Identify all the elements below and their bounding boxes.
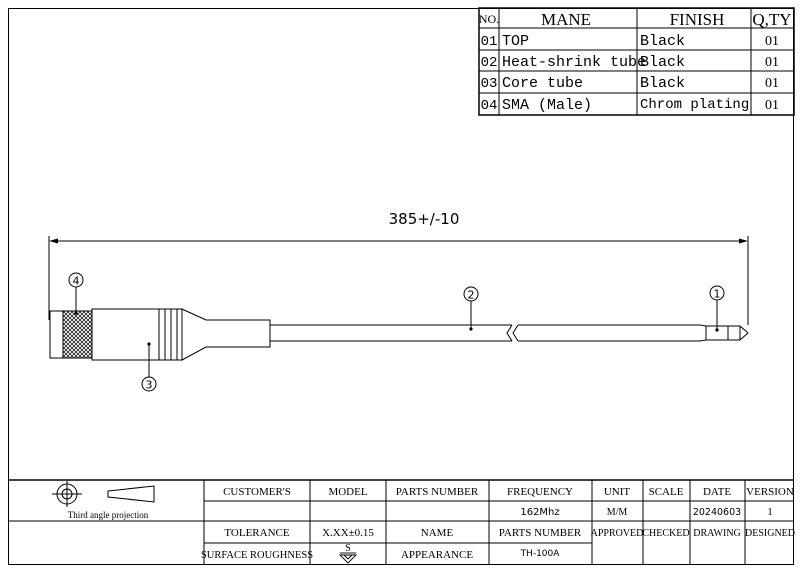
bom-table [478, 7, 795, 116]
surface-symbol-label: S [345, 543, 351, 554]
bom-row4-name: SMA (Male) [502, 97, 592, 114]
bom-row1-qty: 01 [765, 34, 779, 49]
designed-label: DESIGNED [745, 528, 795, 539]
balloon-2: 2 [463, 286, 479, 331]
dimension-line [48, 236, 749, 325]
drawing-frame [8, 8, 794, 565]
bom-row2-qty: 01 [765, 55, 779, 70]
balloon-1: 1 [709, 285, 725, 332]
bom-text: NO. MANE FINISH Q,TY 01 TOP Black 01 02 … [479, 10, 792, 114]
sma-knurl [49, 310, 64, 359]
bom-row2-name: Heat-shrink tube [502, 54, 646, 71]
unit-header: UNIT [604, 486, 631, 498]
bom-row2-no: 02 [481, 55, 498, 71]
model-header: MODEL [328, 486, 367, 498]
bom-row3-qty: 01 [765, 76, 779, 91]
bom-row3-name: Core tube [502, 75, 583, 92]
tolerance-value: X.XX±0.15 [322, 527, 374, 539]
bom-row3-no: 03 [481, 76, 498, 92]
bom-row2-finish: Black [640, 54, 685, 71]
bom-row4-qty: 01 [765, 98, 779, 113]
bom-header-no: NO. [479, 12, 499, 26]
tolerance-label: TOLERANCE [224, 527, 289, 539]
checked-label: CHECKED [642, 528, 689, 539]
bom-row1-no: 01 [481, 34, 498, 50]
taper [181, 308, 271, 361]
date-header: DATE [703, 486, 731, 498]
customers-header: CUSTOMER'S [223, 486, 291, 498]
bom-header-qty: Q,TY [752, 10, 791, 29]
antenna-drawing [49, 308, 749, 361]
title-block [8, 479, 794, 565]
bom-row4-no: 04 [481, 98, 498, 114]
balloon-3-label: 3 [146, 379, 153, 392]
balloon-4-label: 4 [73, 275, 80, 288]
bom-row1-finish: Black [640, 33, 685, 50]
drawing-label: DRAWING [693, 528, 741, 539]
parts-number-header: PARTS NUMBER [396, 486, 479, 498]
surface-roughness-icon [338, 552, 358, 564]
title-block-text: CUSTOMER'S MODEL PARTS NUMBER FREQUENCY … [201, 486, 795, 561]
bom-header-name: MANE [541, 10, 591, 29]
core-body [91, 308, 183, 361]
bom-header-finish: FINISH [670, 10, 725, 29]
parts-number-label: PARTS NUMBER [499, 527, 582, 539]
third-angle-projection-icon [52, 481, 155, 507]
surface-roughness-label: SURFACE ROUGHNESS [201, 550, 313, 561]
frequency-header: FREQUENCY [507, 486, 573, 498]
approved-label: APPROVED [591, 528, 644, 539]
date-value: 20240603 [693, 507, 741, 518]
version-header: VERSION [746, 486, 794, 498]
name-label: NAME [421, 527, 454, 539]
balloon-1-label: 1 [714, 288, 721, 301]
version-value: 1 [767, 506, 773, 518]
scale-header: SCALE [649, 486, 684, 498]
bom-row1-name: TOP [502, 33, 529, 50]
balloon-2-label: 2 [468, 289, 475, 302]
bom-row4-finish: Chrom plating [640, 97, 749, 113]
frequency-value: 162Mhz [520, 507, 559, 518]
bom-row3-finish: Black [640, 75, 685, 92]
projection-label: Third angle projection [68, 510, 149, 520]
balloon-4: 4 [68, 272, 84, 315]
dimension-label: 385+/-10 [389, 210, 460, 228]
appearance-label: APPEARANCE [401, 549, 473, 561]
part-number-value: TH-100A [520, 549, 561, 559]
balloon-3: 3 [141, 342, 157, 392]
unit-value: M/M [607, 507, 628, 518]
